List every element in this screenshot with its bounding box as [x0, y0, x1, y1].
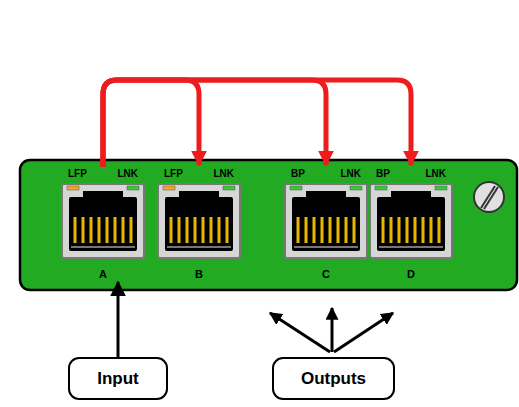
signal-connector — [103, 80, 411, 167]
output-arrows — [270, 308, 393, 352]
signal-connector — [103, 80, 326, 167]
signal-connector — [103, 80, 199, 167]
rj45-jack — [157, 181, 241, 261]
led-label: LNK — [340, 167, 361, 180]
led-label-row: LFP LNK — [157, 167, 241, 180]
led-label-row: LFP LNK — [61, 167, 145, 180]
network-port: LFP LNK B — [157, 167, 241, 281]
led-label: BP — [376, 167, 390, 180]
led-label: LFP — [68, 167, 87, 180]
rj45-jack — [61, 181, 145, 261]
card-body — [20, 160, 517, 290]
network-port: BP LNK C — [284, 167, 368, 281]
led-label-row: BP LNK — [369, 167, 453, 180]
callout-text: Outputs — [301, 369, 366, 389]
signal-connector — [117, 282, 120, 357]
port-letter: D — [369, 268, 453, 281]
led-label: BP — [291, 167, 305, 180]
led-label: LFP — [164, 167, 183, 180]
port-letter: A — [61, 268, 145, 281]
rj45-jack — [284, 181, 368, 261]
screw — [474, 182, 504, 212]
network-port: LFP LNK A — [61, 167, 145, 281]
rj45-jack — [369, 181, 453, 261]
led-label-row: BP LNK — [284, 167, 368, 180]
callout-text: Input — [97, 369, 139, 389]
led-label: LNK — [425, 167, 446, 180]
port-letter: C — [284, 268, 368, 281]
callout-box: Outputs — [272, 357, 395, 400]
led-label: LNK — [213, 167, 234, 180]
network-port: BP LNK D — [369, 167, 453, 281]
callout-box: Input — [68, 357, 168, 400]
led-label: LNK — [117, 167, 138, 180]
port-letter: B — [157, 268, 241, 281]
